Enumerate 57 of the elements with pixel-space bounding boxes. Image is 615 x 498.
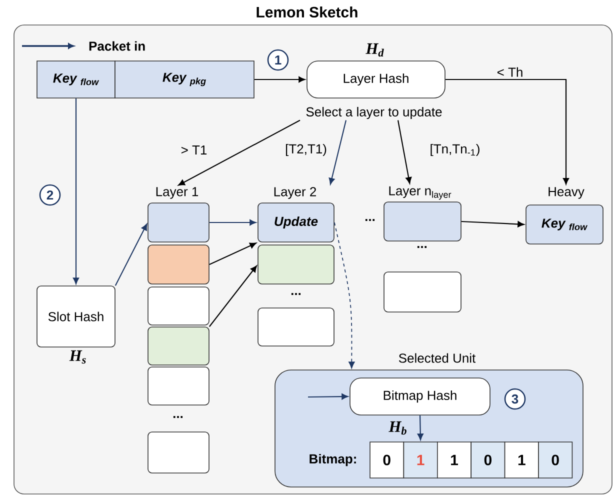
hash-box: Bitmap Hash	[350, 378, 490, 416]
ellipsis: ...	[365, 219, 375, 221]
arrow	[308, 394, 348, 400]
arrow	[208, 266, 257, 327]
column-heading: Layer 1	[156, 187, 198, 199]
memory-cell	[148, 366, 210, 406]
hash-box: Layer Hash	[306, 60, 446, 98]
memory-cell	[148, 326, 210, 366]
bit-cell: 0	[538, 442, 573, 478]
arrow	[178, 120, 300, 186]
bit-cell: 1	[504, 442, 539, 478]
column-heading: Heavy	[548, 187, 584, 199]
hash-symbol: H$_{d}$	[366, 43, 384, 57]
memory-cell	[258, 308, 334, 346]
bit-cell: 1	[403, 442, 438, 478]
memory-cell	[148, 432, 210, 474]
arrow	[417, 415, 424, 440]
arrow	[461, 220, 524, 228]
arrow	[254, 76, 306, 82]
ellipsis: ...	[173, 416, 183, 418]
selection-text: Select a layer to update	[306, 106, 442, 120]
column-heading: Layer 2	[274, 187, 316, 199]
memory-cell	[258, 244, 334, 284]
label: Bitmap:	[310, 454, 356, 466]
step-number: 1	[267, 49, 289, 71]
step-number: 2	[39, 184, 61, 206]
key-field: Key $_{pkg}$	[114, 60, 254, 98]
hash-symbol: H$_{b}$	[388, 421, 406, 435]
edge-label: [T2,T1)	[284, 142, 328, 158]
arrow	[114, 224, 148, 286]
arrow	[209, 242, 256, 265]
memory-cell	[148, 244, 210, 284]
title: Lemon Sketch	[256, 6, 358, 18]
memory-cell: Key $_{flow}$	[526, 204, 604, 244]
arrow	[397, 120, 412, 184]
edge-label: > T1	[180, 144, 208, 156]
memory-cell: Slot Hash	[36, 286, 116, 348]
arrow	[73, 98, 80, 284]
memory-cell: Update	[258, 202, 334, 242]
edge-label: [Tn,Tn$_{-1}$)	[428, 142, 482, 158]
arrow	[328, 120, 347, 185]
column-heading: Selected Unit	[398, 353, 476, 363]
arrow	[334, 222, 355, 368]
bit-cell: 0	[470, 442, 506, 478]
hash-symbol: H$_{s}$	[69, 350, 86, 364]
bit-cell: 1	[437, 442, 472, 478]
step-number: 3	[504, 388, 526, 410]
arrow	[445, 78, 570, 185]
column-heading: Layer n$_{layer}$	[389, 186, 452, 200]
bit-cell: 0	[370, 442, 404, 478]
ellipsis: ...	[291, 293, 301, 295]
memory-cell	[384, 272, 462, 312]
key-field: Key $_{flow}$	[36, 60, 116, 98]
memory-cell	[148, 286, 210, 326]
label: Packet in	[89, 41, 145, 51]
ellipsis: ...	[417, 246, 427, 248]
arrow	[209, 220, 256, 226]
